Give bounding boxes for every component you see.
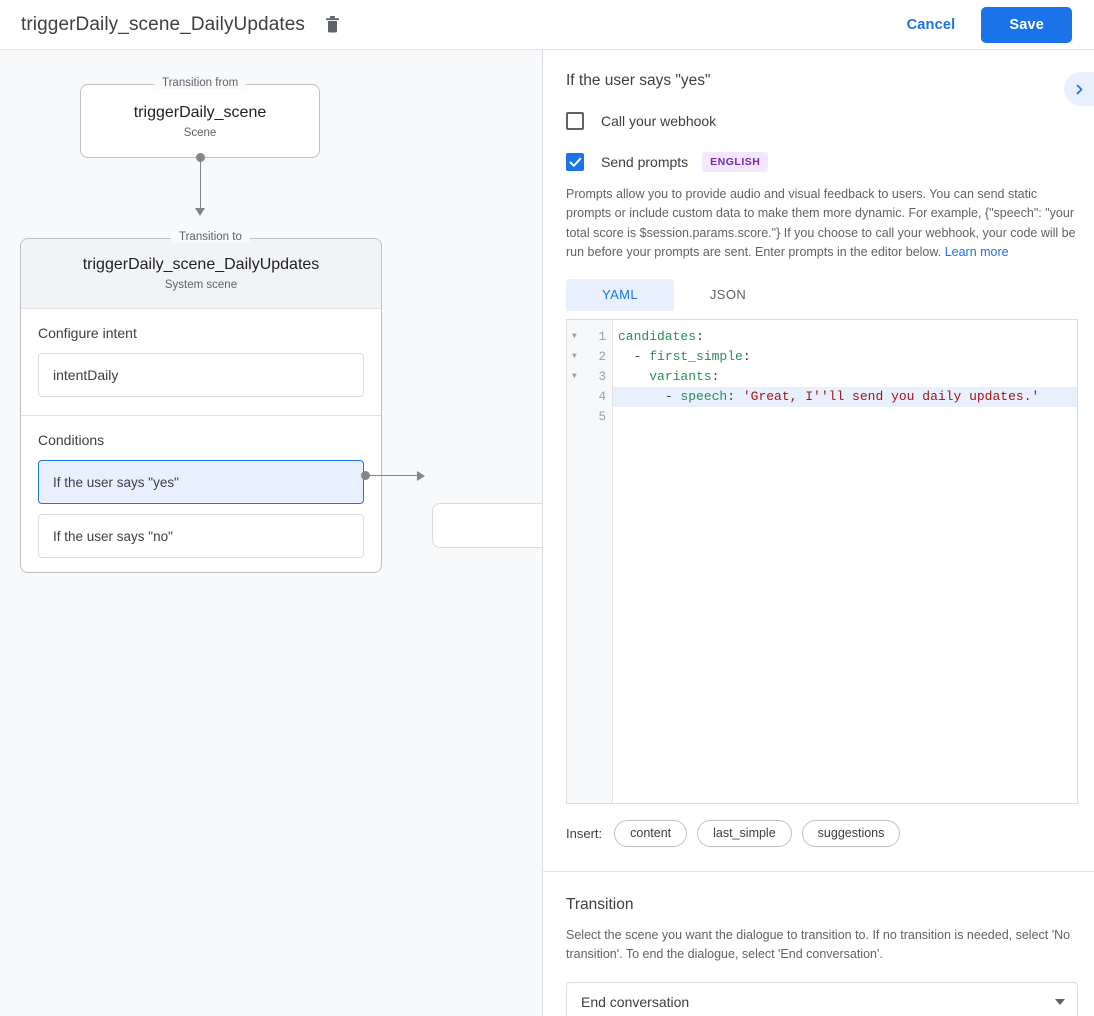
editor-line-number: 3 xyxy=(598,369,606,384)
prompts-description: Prompts allow you to provide audio and v… xyxy=(566,185,1077,263)
connector-arrowhead-right xyxy=(417,471,425,481)
conditions-section: Conditions If the user says "yes" If the… xyxy=(21,415,381,576)
editor-token: : xyxy=(742,348,751,364)
editor-token: first_simple xyxy=(649,348,743,364)
details-panel-title: If the user says "yes" xyxy=(566,72,711,89)
webhook-label: Call your webhook xyxy=(601,113,717,129)
prompts-description-text: Prompts allow you to provide audio and v… xyxy=(566,187,1076,260)
condition-item-no[interactable]: If the user says "no" xyxy=(38,514,364,558)
editor-format-tabs: YAML JSON xyxy=(566,278,1094,311)
send-prompts-label: Send prompts xyxy=(601,154,689,170)
editor-gutter-row[interactable]: ▼2 xyxy=(567,347,612,367)
panel-divider xyxy=(542,50,543,1016)
editor-line-number: 5 xyxy=(598,409,606,424)
editor-gutter-row[interactable]: 5 xyxy=(567,407,612,427)
editor-token: candidates xyxy=(618,328,697,344)
transition-from-subtitle: Scene xyxy=(183,126,217,139)
page-title: triggerDaily_scene_DailyUpdates xyxy=(21,13,306,35)
editor-code-line[interactable]: variants: xyxy=(613,367,1077,387)
connector-line-horizontal xyxy=(366,475,418,476)
connector-arrowhead-down xyxy=(195,208,205,216)
editor-line-number: 1 xyxy=(598,329,606,344)
editor-line-number: 2 xyxy=(598,349,606,364)
send-prompts-row[interactable]: Send prompts ENGLISH xyxy=(543,152,1094,172)
insert-chip-suggestions[interactable]: suggestions xyxy=(801,819,901,847)
editor-token: speech xyxy=(680,388,728,404)
connector-dot-condition xyxy=(361,471,370,480)
top-bar: triggerDaily_scene_DailyUpdates Cancel S… xyxy=(0,0,1094,50)
editor-code-line[interactable]: - speech: 'Great, I''ll send you daily u… xyxy=(613,386,1077,407)
learn-more-link[interactable]: Learn more xyxy=(944,245,1009,260)
transition-select[interactable]: End conversation xyxy=(566,982,1078,1016)
checkmark-icon xyxy=(569,157,581,167)
transition-section-description: Select the scene you want the dialogue t… xyxy=(566,927,1071,961)
transition-to-title: triggerDaily_scene_DailyUpdates xyxy=(82,256,320,273)
details-panel: If the user says "yes" Call your webhook… xyxy=(543,50,1094,1016)
editor-token: variants xyxy=(649,368,712,384)
configure-intent-label: Configure intent xyxy=(38,325,137,341)
editor-code-line[interactable]: - first_simple: xyxy=(613,347,1077,367)
editor-gutter-row[interactable]: ▼1 xyxy=(567,327,612,347)
send-prompts-checkbox[interactable] xyxy=(566,153,584,171)
section-divider xyxy=(543,870,1094,872)
editor-token: : xyxy=(696,328,704,344)
transition-to-subtitle: System scene xyxy=(164,279,238,291)
cancel-button[interactable]: Cancel xyxy=(893,8,970,42)
language-badge: ENGLISH xyxy=(702,152,769,172)
transition-from-node[interactable]: Transition from triggerDaily_scene Scene xyxy=(80,77,320,158)
chevron-down-icon xyxy=(1055,999,1065,1006)
transition-to-header: triggerDaily_scene_DailyUpdates System s… xyxy=(21,239,381,309)
condition-item-yes[interactable]: If the user says "yes" xyxy=(38,460,364,504)
configure-intent-section: Configure intent intentDaily xyxy=(21,309,381,415)
editor-gutter-row[interactable]: 4 xyxy=(567,387,612,407)
intent-value[interactable]: intentDaily xyxy=(38,353,364,397)
editor-token: : xyxy=(711,368,720,384)
webhook-row[interactable]: Call your webhook xyxy=(543,112,1094,130)
insert-chip-content[interactable]: content xyxy=(614,819,688,847)
flow-canvas[interactable]: Transition from triggerDaily_scene Scene… xyxy=(0,50,542,1016)
editor-gutter-row[interactable]: ▼3 xyxy=(567,367,612,387)
editor-code-area[interactable]: candidates: - first_simple: variants: - … xyxy=(613,320,1077,803)
connector-dot-source xyxy=(196,153,205,162)
transition-from-legend: Transition from xyxy=(154,77,247,89)
editor-token: - xyxy=(633,348,650,364)
editor-token: : xyxy=(727,388,743,404)
insert-chip-last-simple[interactable]: last_simple xyxy=(697,819,792,847)
target-node-stub[interactable] xyxy=(432,503,542,548)
transition-section: Transition Select the scene you want the… xyxy=(543,872,1094,1016)
insert-row: Insert: content last_simple suggestions xyxy=(566,819,1094,847)
editor-code-line[interactable] xyxy=(613,407,1077,427)
details-panel-header: If the user says "yes" xyxy=(543,72,1094,90)
insert-label: Insert: xyxy=(566,825,603,841)
editor-token: - xyxy=(664,388,681,404)
fold-triangle-icon[interactable]: ▼ xyxy=(572,332,577,341)
collapse-panel-button[interactable] xyxy=(1064,72,1094,106)
chevron-right-icon xyxy=(1076,84,1082,94)
transition-select-value: End conversation xyxy=(581,994,690,1011)
transition-section-title: Transition xyxy=(566,895,634,913)
connector-line-vertical xyxy=(200,158,201,210)
transition-to-node[interactable]: Transition to triggerDaily_scene_DailyUp… xyxy=(20,231,382,576)
editor-token: 'Great, I''ll send you daily updates.' xyxy=(742,388,1040,404)
fold-triangle-icon[interactable]: ▼ xyxy=(572,372,577,381)
webhook-checkbox[interactable] xyxy=(566,112,584,130)
transition-from-title: triggerDaily_scene xyxy=(133,103,267,121)
fold-triangle-icon[interactable]: ▼ xyxy=(572,352,577,361)
editor-line-number: 4 xyxy=(598,389,606,404)
editor-code-line[interactable]: candidates: xyxy=(613,327,1077,347)
conditions-label: Conditions xyxy=(38,432,105,448)
tab-yaml[interactable]: YAML xyxy=(566,278,674,311)
save-button[interactable]: Save xyxy=(981,6,1072,43)
delete-button[interactable] xyxy=(319,12,345,38)
transition-to-legend: Transition to xyxy=(171,231,250,243)
trash-icon xyxy=(325,16,339,33)
tab-json[interactable]: JSON xyxy=(709,287,747,302)
